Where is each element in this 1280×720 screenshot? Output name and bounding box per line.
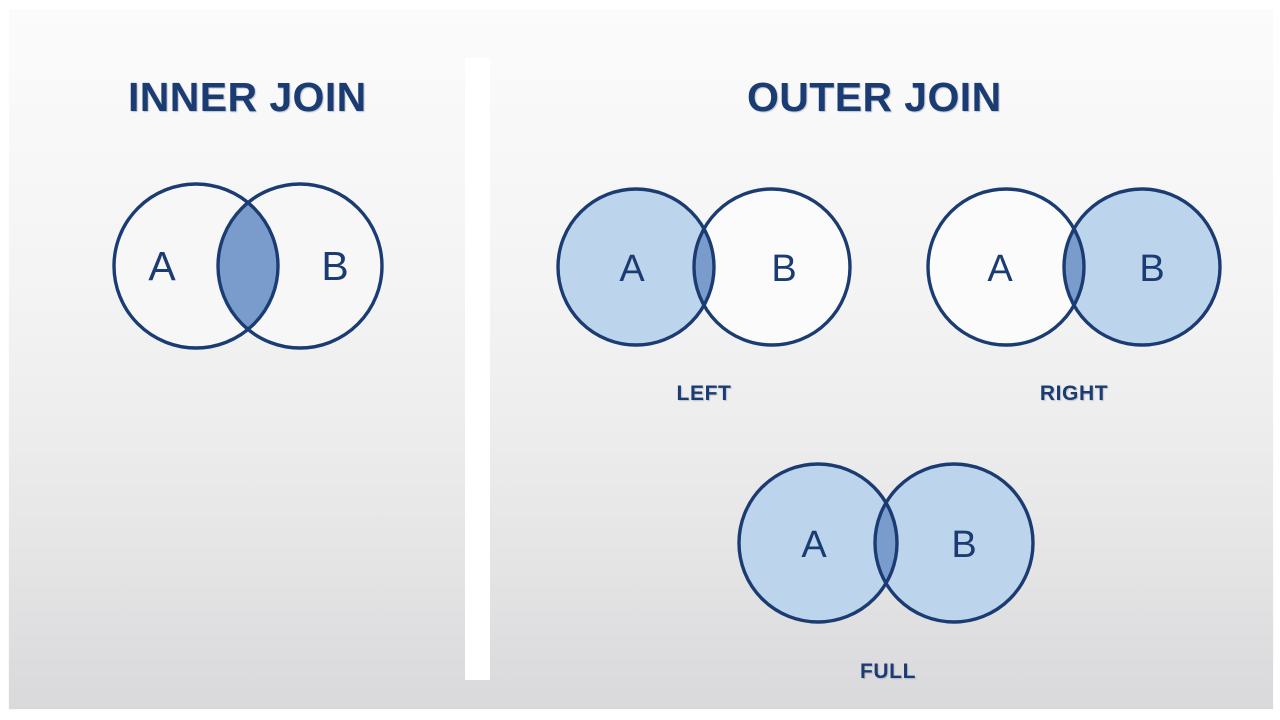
venn-intersection — [218, 184, 278, 348]
venn-circle-b — [1064, 189, 1220, 345]
venn-circle-a-outline — [926, 187, 1086, 347]
venn-circle-b — [875, 464, 1033, 622]
venn-caption-full: FULL — [859, 660, 917, 683]
venn-caption-right: RIGHT — [1039, 382, 1109, 405]
venn-label-a: A — [987, 248, 1013, 290]
section-divider — [465, 58, 490, 680]
venn-circle-b-outline — [873, 462, 1035, 624]
venn-circle-b — [694, 189, 850, 345]
venn-circle-a — [739, 464, 897, 622]
venn-circle-a-outline — [556, 187, 716, 347]
venn-label-b: B — [321, 243, 348, 289]
venn-circle-a — [928, 189, 1084, 345]
page-title-outer-join: OUTER JOIN — [747, 74, 1002, 120]
venn-label-b: B — [1139, 248, 1164, 290]
venn-circle-b-outline — [216, 182, 384, 350]
venn-circle-a — [558, 189, 714, 345]
venn-circle-a-outline — [737, 462, 899, 624]
venn-diagram-full-join: A B — [708, 436, 1068, 654]
venn-circle-a-outline — [112, 182, 280, 350]
venn-diagram-inner-join: A B — [48, 156, 448, 376]
venn-circle-b-outline — [1062, 187, 1222, 347]
venn-caption-left: LEFT — [676, 382, 732, 405]
venn-label-a: A — [801, 524, 827, 566]
venn-label-b: B — [771, 248, 796, 290]
page-title-inner-join: INNER JOIN — [128, 74, 367, 120]
venn-label-b: B — [951, 524, 976, 566]
venn-label-a: A — [619, 248, 645, 290]
venn-diagram-left-join: A B — [526, 158, 882, 376]
venn-label-a: A — [148, 243, 176, 289]
venn-circle-b-outline — [692, 187, 852, 347]
venn-diagram-right-join: A B — [896, 158, 1252, 376]
